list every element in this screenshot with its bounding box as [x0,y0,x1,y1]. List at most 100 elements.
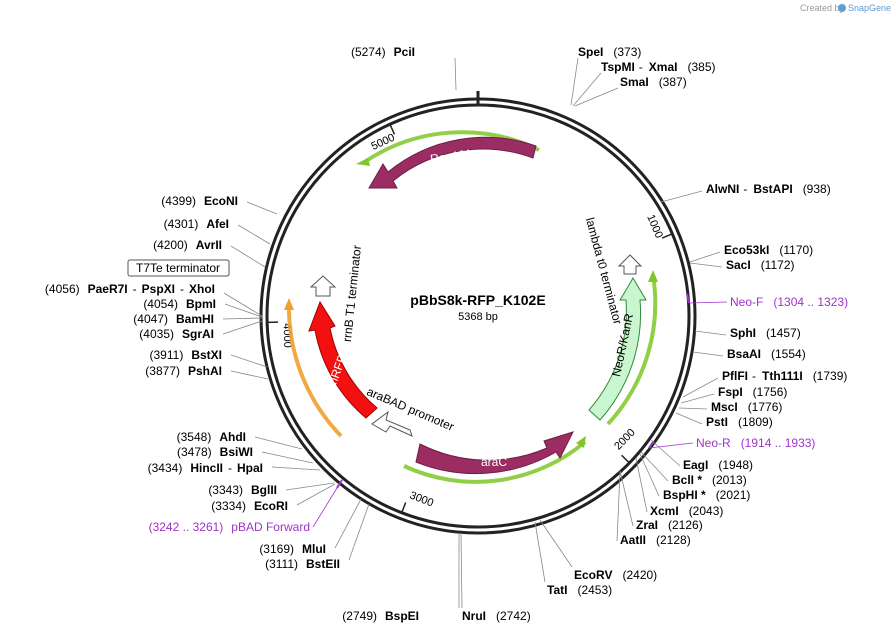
site-name: BsiWI [220,445,253,459]
arac-orf-line [403,440,587,484]
site-position: (5274) [351,45,386,59]
site-position: (1170) [779,243,813,257]
primer-pbad-forward: pBAD Forward(3242 .. 3261) [149,520,310,534]
leader-zrai [619,470,634,527]
primer-name: Neo-R [696,436,731,450]
site-eagi: EagI(1948) [683,458,753,472]
leader-lines [222,57,727,609]
watermark-created-by: Created by [800,3,845,13]
site-position: (2013) [712,473,747,487]
primer-name: Neo-F [730,295,763,309]
site-bglii: BglII(3343) [208,483,277,497]
snapgene-watermark: Created by SnapGene [800,3,891,13]
site-name: BclI * [672,473,702,487]
leader-spei [570,57,579,106]
site-name-2: BstAPI [753,182,792,196]
site-nrui: NruI(2742) [462,609,531,623]
leader-smai [574,87,619,107]
site-name2: HpaI [237,461,263,475]
leader-pflfi [682,377,719,398]
site-position: (4054) [143,297,178,311]
site-smai: SmaI(387) [620,75,687,89]
site-position: (3877) [145,364,180,378]
site-separator: - [752,369,756,383]
arac-feature [415,431,574,475]
t7te-terminator-box [127,259,230,277]
site-name: HincII [190,461,223,475]
site-separator: - [228,461,232,475]
site-position: (3111) [265,557,298,571]
plasmid-name: pBbS8k-RFP_K102E [410,292,545,308]
site-position: (385) [687,60,715,74]
primer-range: (1914 .. 1933) [741,436,816,450]
site-position: (1809) [738,415,773,429]
site-position: (4200) [153,238,188,252]
leader-bsphi [639,453,660,497]
leader-bsteii [348,503,370,561]
site-name3: XhoI [189,282,215,296]
site-position: (387) [659,75,687,89]
site-name-2: XmaI [649,60,678,74]
site-afei: AfeI(4301) [164,217,229,231]
leader-ecori [296,483,336,506]
site-name: EagI [683,458,708,472]
primer-neo-r: Neo-R (1914 .. 1933) [696,436,815,450]
leader-mlui [334,498,362,549]
primer-neo-f: Neo-F (1304 .. 1323) [730,295,848,309]
site-position: (3911) [150,348,184,362]
site-name: Eco53kI [724,243,769,257]
features: Rep101 NeoR/KanR araC mRFP1 araBAD promo… [127,130,658,484]
tick-mark-3000 [401,502,407,514]
site-position: (3334) [211,499,246,513]
leader-fspi [680,393,715,404]
leader-pcii [454,57,457,91]
site-psti: PstI (1809) [706,415,773,429]
site-name: TatI [547,583,567,597]
site-position: (3434) [148,461,183,475]
primer-range: (1304 .. 1323) [773,295,848,309]
site-name: SphI [730,326,756,340]
site-tati: TatI (2453) [547,583,612,597]
leader-bcli [640,451,669,482]
site-ahdi: AhdI(3548) [177,430,246,444]
arac-label: araC [481,455,507,469]
primer-leader-neo-f [688,301,728,304]
site-xcmi: XcmI(2043) [650,504,723,518]
neor-kanr-feature [588,277,647,421]
site-pshai: PshAI (3877) [145,364,222,378]
site-bsteii: BstEII (3111) [265,557,340,571]
plasmid-length: 5368 bp [458,311,498,323]
site-position: (373) [613,45,641,59]
site-name: AvrII [196,238,222,252]
site-name: PshAI [188,364,222,378]
tick-mark-2000 [621,454,630,464]
rep101-label: Rep101 [429,146,473,166]
site-fspi: FspI(1756) [718,385,787,399]
mrfp1-orf-line [286,303,343,438]
site-name: FspI [718,385,743,399]
leader-eco53ki [689,251,721,263]
backbone [259,91,697,535]
site-name: PflFI [722,369,748,383]
site-position: (4047) [133,312,168,326]
site-name: BglII [251,483,277,497]
site-name: SacI [726,258,751,272]
site-bsphi: BspHI *(2021) [663,488,750,502]
site-position: (3169) [259,542,294,556]
site-position: (2126) [668,518,703,532]
site-position: (1739) [813,369,848,383]
leader-bstxi [230,354,268,368]
site-name: BamHI [176,312,214,326]
leader-sphi [694,330,727,336]
leader-saci [689,262,723,268]
site-name: PstI [706,415,728,429]
mrfp1-orf-arrowhead [284,298,294,310]
site-name: BspHI * [663,488,706,502]
site-position: (2043) [689,504,724,518]
tick-label-2000: 2000 [612,427,638,453]
site-name: BstEII [306,557,340,571]
site-ecori: EcoRI(3334) [211,499,288,513]
leader-msci [678,407,708,410]
site-position: (2453) [577,583,612,597]
